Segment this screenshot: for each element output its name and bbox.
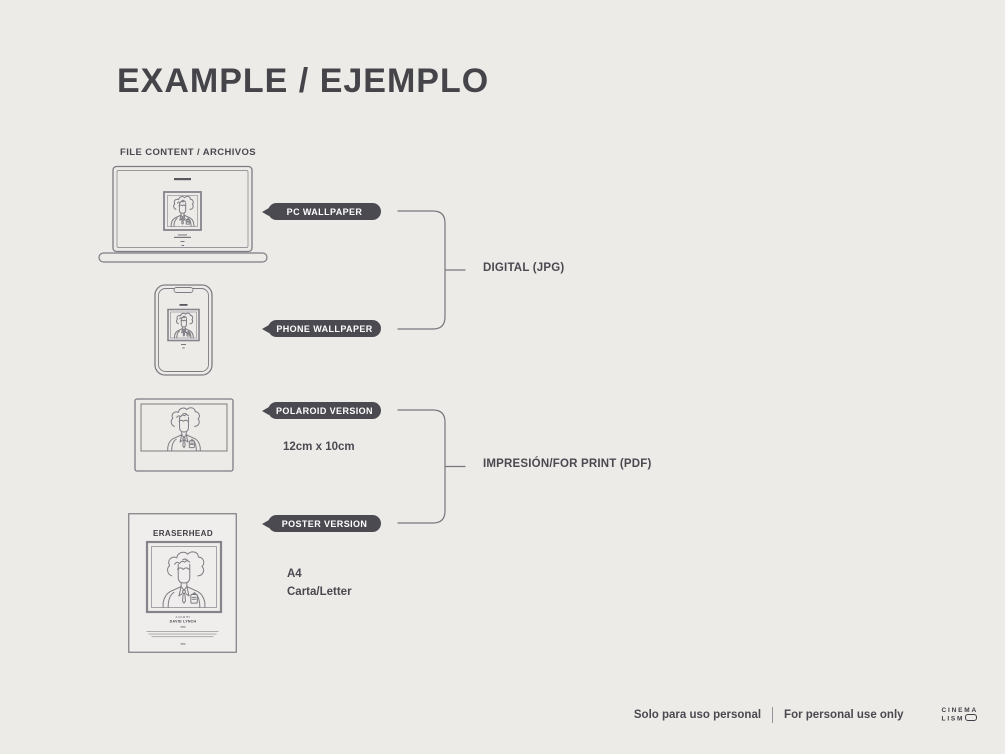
pill-phone-wallpaper-label: PHONE WALLPAPER [276,323,373,334]
logo-line-2: LISM [941,715,965,723]
section-label: FILE CONTENT / ARCHIVOS [120,147,257,158]
phone-illustration [154,284,213,376]
bracket-digital [397,210,466,330]
logo-line-1: CINEMA [941,706,978,714]
polaroid-illustration [134,398,234,472]
poster-illustration: ERASERHEAD A FILM BY DAVID LYNCH [128,513,237,653]
laptop-illustration [98,165,268,263]
poster-size-letter: Carta/Letter [287,586,352,598]
footer: Solo para uso personal For personal use … [634,704,978,726]
cinemalismo-logo: CINEMA LISM [942,707,978,724]
pill-phone-wallpaper: PHONE WALLPAPER [268,320,381,337]
footer-divider [772,707,774,723]
poster-credit-name: DAVID LYNCH [170,620,197,624]
poster-credits-block [146,631,219,638]
print-group-label: IMPRESIÓN/FOR PRINT (PDF) [483,458,652,470]
pill-polaroid-version-label: POLAROID VERSION [276,405,373,416]
pill-polaroid-version: POLAROID VERSION [268,402,381,419]
pill-poster-version: POSTER VERSION [268,515,381,532]
poster-credit-prefix: A FILM BY [175,615,190,619]
digital-group-label: DIGITAL (JPG) [483,262,565,274]
laptop-mini-poster [163,178,202,246]
pill-pc-wallpaper-label: PC WALLPAPER [286,206,363,217]
pill-poster-version-label: POSTER VERSION [281,518,368,529]
footer-note-en: For personal use only [784,709,904,721]
logo-oval-icon [965,714,978,721]
phone-mini-poster [167,304,200,349]
polaroid-size-label: 12cm x 10cm [283,441,355,453]
poster-title: ERASERHEAD [153,529,213,538]
poster-size-a4: A4 [287,568,302,580]
phone-notch [173,287,194,293]
page-title: EXAMPLE / EJEMPLO [117,62,490,100]
bracket-print [397,409,466,524]
pill-pc-wallpaper: PC WALLPAPER [268,203,381,220]
footer-note-es: Solo para uso personal [633,709,762,721]
